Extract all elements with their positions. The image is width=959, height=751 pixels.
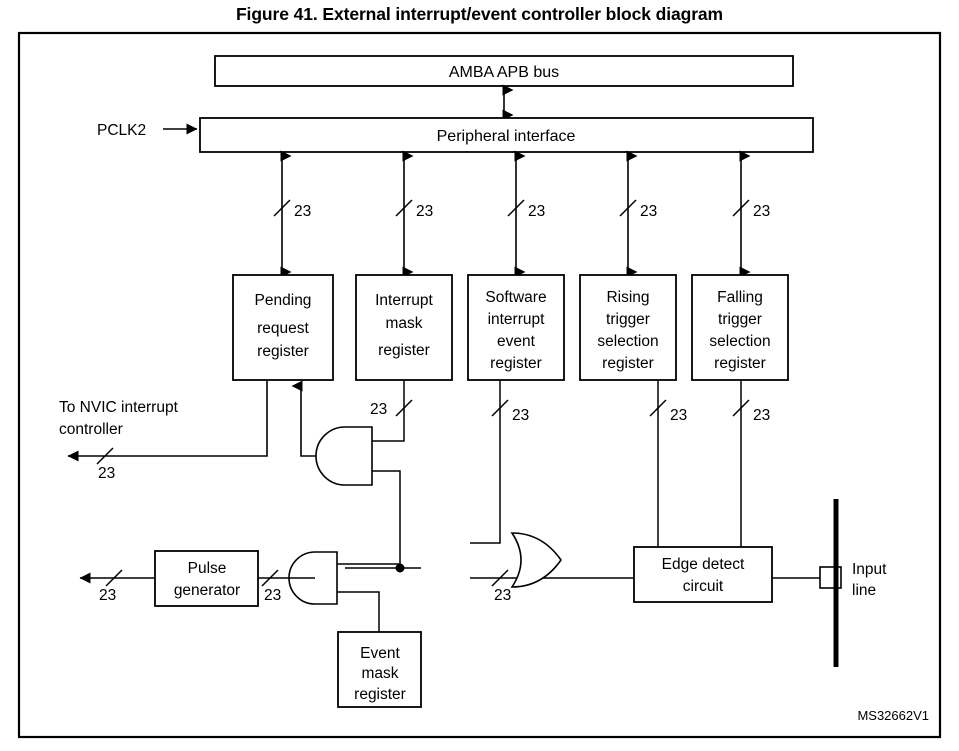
to-nvic-label-line-1: To NVIC interrupt [59,399,179,416]
pclk2-label: PCLK2 [97,122,146,139]
peripheral-interface-label: Peripheral interface [437,128,576,145]
rising-trigger-selection-register-line-4: register [602,355,654,372]
software-interrupt-event-register-line-1: Software [485,289,546,306]
slash-pulse-out [105,569,123,587]
wire-interrupt-mask-to-and1 [372,380,405,442]
event-mask-register-block [337,631,422,708]
falling-trigger-selection-register-line-1: Falling [717,289,763,306]
wire-eventmask-to-and2 [337,591,380,632]
rising-trigger-selection-register-block [579,274,677,381]
slash-falling-bottom [732,399,750,417]
event-mask-register-line-1: Event [360,645,400,662]
slash-rising-bottom [649,399,667,417]
software-interrupt-event-register-line-4: register [490,355,542,372]
pulse-generator-line-2: generator [174,582,240,599]
input-line-label-line-1: Input [852,561,887,578]
software-interrupt-event-register-line-2: interrupt [488,311,546,328]
and-gate-interrupt [315,426,373,486]
bus-width-pending-top: 23 [294,203,311,220]
bus-width-pulse-in: 23 [264,587,281,604]
slash-interrupt-mask-bottom [395,399,413,417]
figure-id-label: MS32662V1 [857,708,929,723]
figure-title: Figure 41. External interrupt/event cont… [235,4,724,24]
interrupt-mask-register-line-3: register [378,342,430,359]
bus-width-software-top: 23 [528,203,545,220]
bus-width-rising-top: 23 [640,203,657,220]
slash-software-top [507,199,525,217]
edge-detect-circuit-block [633,546,773,603]
slash-or-out [491,569,509,587]
pending-request-register-line-1: Pending [255,292,312,309]
pulse-generator-block [154,550,259,607]
event-mask-register-line-3: register [354,686,406,703]
bus-width-falling-bottom: 23 [753,407,770,424]
slash-interrupt-mask-top [395,199,413,217]
amba-apb-bus-block [214,55,794,87]
slash-pending-top [273,199,291,217]
amba-apb-bus-label: AMBA APB bus [449,64,559,81]
pending-request-register-line-2: request [257,320,309,337]
rising-trigger-selection-register-line-1: Rising [606,289,649,306]
falling-trigger-selection-register-line-3: selection [709,333,770,350]
bus-width-falling-top: 23 [753,203,770,220]
pulse-generator-line-1: Pulse [188,560,227,577]
junction-dot [395,563,405,573]
software-interrupt-event-register-block [467,274,565,381]
slash-nvic-out [96,447,114,465]
falling-trigger-selection-register-block [691,274,789,381]
bus-width-pulse-out: 23 [99,587,116,604]
pending-request-register-line-3: register [257,343,309,360]
input-line-label-line-2: line [852,582,876,599]
edge-detect-circuit-line-2: circuit [683,578,724,595]
interrupt-mask-register-line-2: mask [385,315,422,332]
bus-width-interrupt-mask-bottom: 23 [370,401,387,418]
wire-junction-to-and1 [372,470,401,568]
interrupt-mask-register-line-1: Interrupt [375,292,433,309]
pending-request-register-block [232,274,334,381]
edge-detect-circuit-line-1: Edge detect [662,556,745,573]
slash-rising-top [619,199,637,217]
event-mask-register-line-2: mask [361,665,398,682]
or-gate-event [510,532,562,588]
interrupt-mask-register-block [355,274,453,381]
falling-trigger-selection-register-line-2: trigger [718,311,762,328]
bus-width-interrupt-mask-top: 23 [416,203,433,220]
figure-frame [17,31,942,739]
to-nvic-label-line-2: controller [59,421,123,438]
bus-width-nvic-out: 23 [98,465,115,482]
software-interrupt-event-register-line-3: event [497,333,536,350]
bus-width-rising-bottom: 23 [670,407,687,424]
rising-trigger-selection-register-line-3: selection [597,333,658,350]
rising-trigger-selection-register-line-2: trigger [606,311,650,328]
bus-width-or-out: 23 [494,587,511,604]
peripheral-interface-block [199,117,814,153]
falling-trigger-selection-register-line-4: register [714,355,766,372]
slash-falling-top [732,199,750,217]
slash-software-bottom [491,399,509,417]
wire-software-to-or [470,380,501,544]
slash-pulse-in [261,569,279,587]
bus-width-software-bottom: 23 [512,407,529,424]
wire-pending-to-nvic [67,380,268,462]
